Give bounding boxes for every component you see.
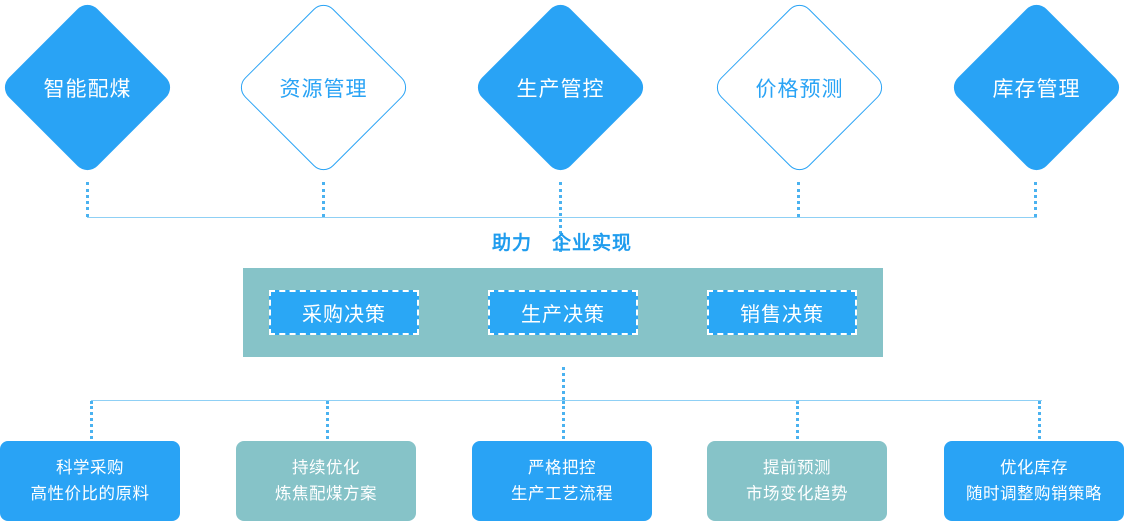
outcome-desc: 生产工艺流程	[511, 484, 613, 503]
connector	[796, 401, 799, 439]
top-bus-line	[87, 217, 1037, 218]
outcome-desc: 随时调整购销策略	[966, 484, 1102, 503]
connector	[90, 401, 93, 439]
outcome-title: 持续优化	[292, 458, 360, 477]
connector	[1038, 401, 1041, 439]
node-resource-management: 资源管理	[235, 0, 412, 176]
outcome-purchasing: 科学采购 高性价比的原料	[0, 441, 180, 521]
outcome-optimization: 持续优化 炼焦配煤方案	[236, 441, 416, 521]
node-intelligent-blending: 智能配煤	[0, 0, 176, 176]
node-production-control: 生产管控	[472, 0, 649, 176]
connector	[1034, 182, 1037, 217]
outcome-process-control: 严格把控 生产工艺流程	[472, 441, 652, 521]
connector	[797, 182, 800, 217]
outcome-forecast: 提前预测 市场变化趋势	[707, 441, 887, 521]
node-label: 资源管理	[279, 76, 368, 101]
connector	[326, 401, 329, 439]
outcome-desc: 市场变化趋势	[746, 484, 848, 503]
connector	[322, 182, 325, 217]
outcome-desc: 炼焦配煤方案	[275, 484, 377, 503]
outcome-title: 优化库存	[1000, 458, 1068, 477]
connector	[562, 401, 565, 439]
outcome-inventory: 优化库存 随时调整购销策略	[944, 441, 1124, 521]
decision-purchase: 采购决策	[269, 290, 419, 335]
outcome-title: 科学采购	[56, 458, 124, 477]
connector	[86, 182, 89, 217]
decision-panel: 采购决策 生产决策 销售决策	[243, 268, 883, 357]
caption-right: 企业实现	[552, 232, 633, 254]
node-label: 智能配煤	[43, 76, 132, 101]
outcome-desc: 高性价比的原料	[30, 484, 150, 503]
caption-left: 助力	[491, 232, 532, 254]
node-label: 生产管控	[516, 76, 605, 101]
connector	[562, 367, 565, 400]
center-caption: 助力企业实现	[0, 228, 1124, 255]
node-inventory-management: 库存管理	[948, 0, 1124, 176]
node-label: 价格预测	[755, 76, 844, 101]
node-label: 库存管理	[992, 76, 1081, 101]
outcome-title: 严格把控	[528, 458, 596, 477]
decision-sales: 销售决策	[707, 290, 857, 335]
node-price-forecast: 价格预测	[711, 0, 888, 176]
bottom-bus-line	[91, 400, 1042, 401]
outcome-title: 提前预测	[763, 458, 831, 477]
decision-production: 生产决策	[488, 290, 638, 335]
